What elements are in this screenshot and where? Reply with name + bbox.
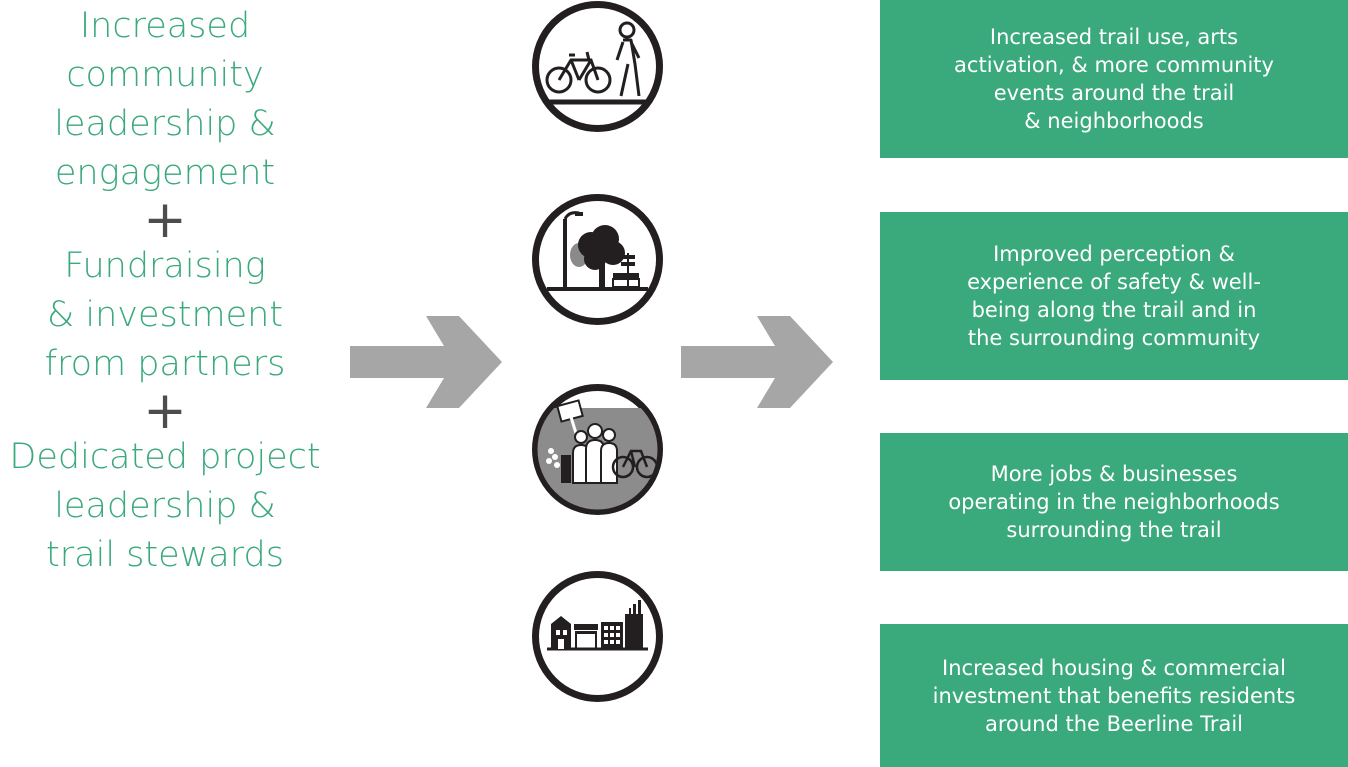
plus-sign: + — [143, 381, 187, 441]
outcome-jobs-businesses: More jobs & businesses operating in the … — [880, 433, 1348, 571]
outcome-trail-use: Increased trail use, arts activation, & … — [880, 0, 1348, 158]
outcome-housing-investment-text: Increased housing & commercial investmen… — [932, 655, 1296, 736]
arrow-right-icon — [350, 316, 502, 408]
community-people-sign-bike-icon — [532, 384, 663, 515]
input-dedicated-leadership: Dedicated project leadership & trail ste… — [9, 437, 321, 575]
outcome-safety-perception-text: Improved perception & experience of safe… — [967, 242, 1261, 350]
bike-pedestrian-icon — [532, 1, 663, 132]
arrow-right-icon — [681, 316, 833, 408]
input-community-leadership: Increased community leadership & engagem… — [54, 6, 276, 193]
park-streetlight-tree-bench-icon — [532, 194, 663, 325]
outcome-safety-perception: Improved perception & experience of safe… — [880, 212, 1348, 380]
input-fundraising: Fundraising & investment from partners — [44, 246, 286, 384]
outcome-housing-investment: Increased housing & commercial investmen… — [880, 624, 1348, 767]
buildings-storefronts-icon — [532, 571, 663, 702]
outcome-jobs-businesses-text: More jobs & businesses operating in the … — [948, 462, 1280, 542]
inputs-column: Increased community leadership & engagem… — [0, 0, 330, 580]
outcome-trail-use-text: Increased trail use, arts activation, & … — [954, 25, 1274, 133]
plus-sign: + — [143, 190, 187, 250]
